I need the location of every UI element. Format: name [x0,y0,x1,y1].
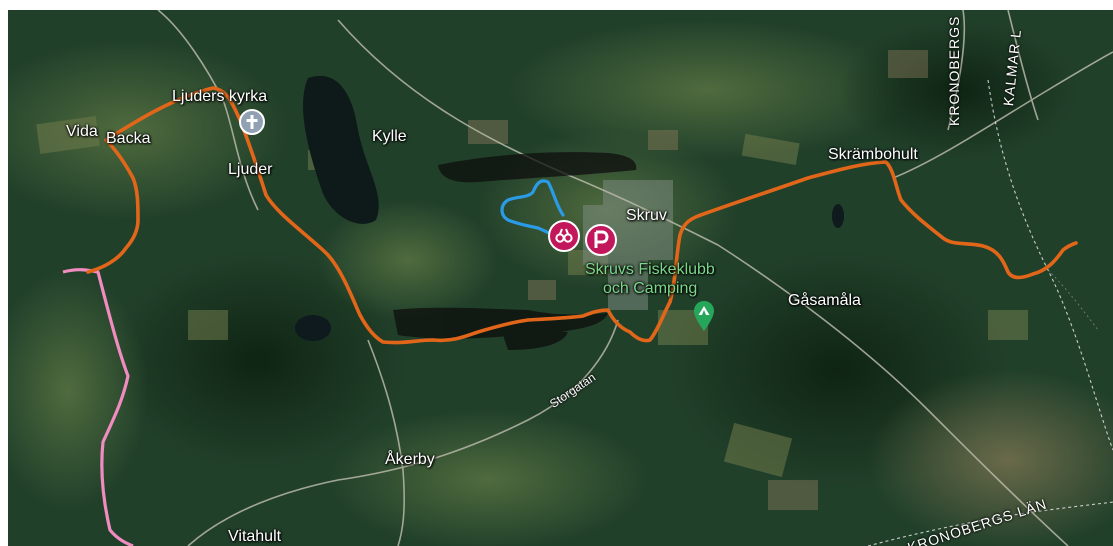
place-label-skruv[interactable]: Skruv [626,207,667,224]
place-label-backa[interactable]: Backa [106,130,151,147]
place-label-vitahult[interactable]: Vitahult [228,528,282,545]
cross-icon [246,115,258,129]
region-label-kronobergs-top: KRONOBERGS [946,15,962,126]
map-view[interactable]: Ljuders kyrka Vida Backa Ljuder Kylle Sk… [8,10,1113,546]
satellite-imagery [8,10,1113,546]
parking-icon[interactable] [585,224,617,256]
pink-trail [62,268,134,546]
place-label-vida[interactable]: Vida [66,123,98,140]
blue-trail [500,179,570,244]
place-label-skrambohult[interactable]: Skrämbohult [828,146,918,163]
camping-label-line2[interactable]: och Camping [603,280,698,297]
place-label-gasamala[interactable]: Gåsamåla [788,292,861,309]
orange-trail [86,86,1078,345]
place-label-akerby[interactable]: Åkerby [385,451,435,468]
place-label-ljuders-kyrka[interactable]: Ljuders kyrka [172,88,268,105]
camping-marker-icon [694,301,714,331]
camping-label-line1[interactable]: Skruvs Fiskeklubb [585,261,715,278]
place-label-ljuder[interactable]: Ljuder [228,161,273,178]
parking-p-icon [594,230,609,248]
viewpoint-icon[interactable] [548,220,580,252]
camping-icon[interactable] [692,300,716,332]
binoculars-icon [555,228,573,243]
church-icon[interactable] [239,109,265,135]
place-label-kylle[interactable]: Kylle [372,128,407,145]
